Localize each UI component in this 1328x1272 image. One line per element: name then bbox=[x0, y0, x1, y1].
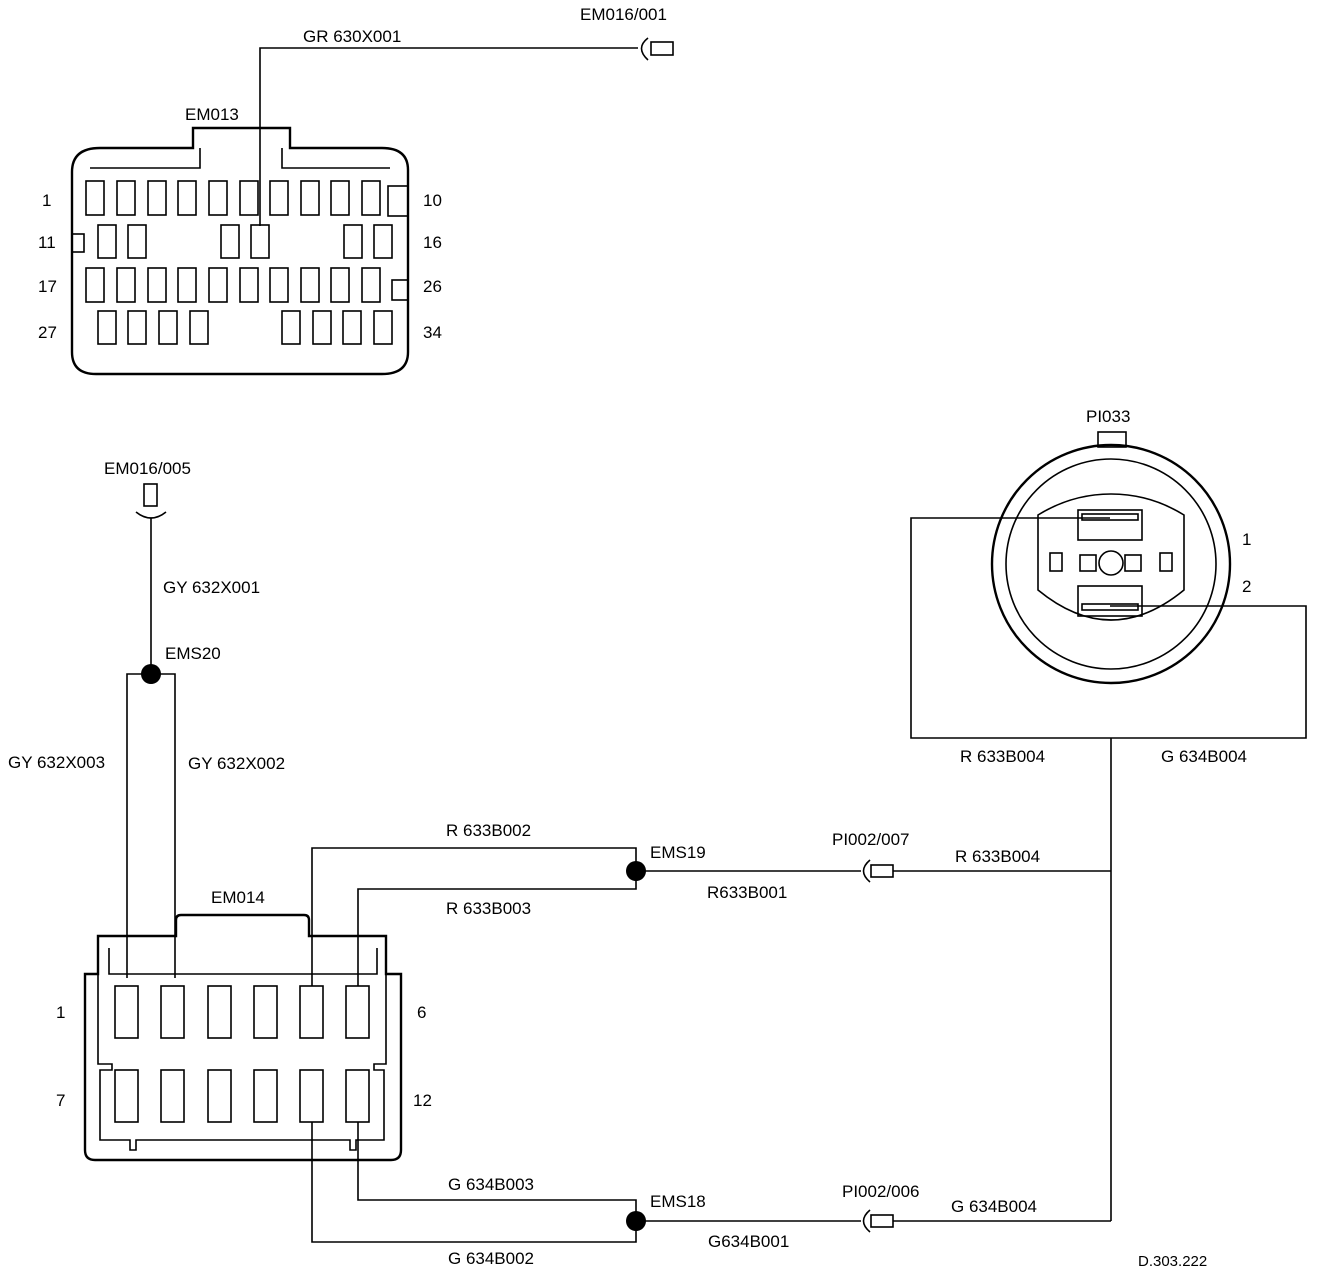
ems20-label: EMS20 bbox=[165, 644, 221, 663]
em013-pin-10-label: 10 bbox=[423, 191, 442, 210]
wire-g634b002-label: G 634B002 bbox=[448, 1249, 534, 1268]
in-line-connector-pi002-007 bbox=[862, 859, 894, 883]
em013-label: EM013 bbox=[185, 105, 239, 124]
wire-r633b003-label: R 633B003 bbox=[446, 899, 531, 918]
pi033-pin-2-label: 2 bbox=[1242, 577, 1251, 596]
em014-pin-12-label: 12 bbox=[413, 1091, 432, 1110]
em013-pin-34-label: 34 bbox=[423, 323, 442, 342]
em013-pin-1-label: 1 bbox=[42, 191, 51, 210]
connector-em014 bbox=[83, 913, 403, 1162]
ems18-label: EMS18 bbox=[650, 1192, 706, 1211]
in-line-connector-em016-001 bbox=[640, 37, 674, 61]
em014-pin-7-label: 7 bbox=[56, 1091, 65, 1110]
connector-pi033 bbox=[990, 431, 1232, 685]
wire-gr630x001-label: GR 630X001 bbox=[303, 27, 401, 46]
wire-g634b004-b-label: G 634B004 bbox=[1161, 747, 1247, 766]
wire-r633b004-b-label: R 633B004 bbox=[960, 747, 1045, 766]
wire-gy632x001-label: GY 632X001 bbox=[163, 578, 260, 597]
em013-pin-26-label: 26 bbox=[423, 277, 442, 296]
wire-r633b001-label: R633B001 bbox=[707, 883, 787, 902]
wire-r633b004-b bbox=[910, 517, 1111, 739]
em013-pin-cavities bbox=[85, 180, 393, 345]
ems19-label: EMS19 bbox=[650, 843, 706, 862]
em016-001-label: EM016/001 bbox=[580, 5, 667, 24]
wire-g634b003-label: G 634B003 bbox=[448, 1175, 534, 1194]
connector-em013 bbox=[70, 126, 410, 376]
em016-005-label: EM016/005 bbox=[104, 459, 191, 478]
wire-r633b003 bbox=[357, 871, 637, 986]
wire-gy632x003-label: GY 632X003 bbox=[8, 753, 105, 772]
wire-r633b002-label: R 633B002 bbox=[446, 821, 531, 840]
in-line-connector-pi002-006 bbox=[862, 1209, 894, 1233]
em014-pin-cavities bbox=[114, 985, 370, 1123]
wire-r633b002 bbox=[311, 847, 637, 986]
wire-g634b002 bbox=[311, 1122, 637, 1243]
wire-gr630x001 bbox=[259, 47, 638, 226]
wire-gy632x003 bbox=[126, 673, 151, 978]
pi033-pin-1-label: 1 bbox=[1242, 530, 1251, 549]
pi033-label: PI033 bbox=[1086, 407, 1130, 426]
wire-gy632x002-label: GY 632X002 bbox=[188, 754, 285, 773]
pi002-007-label: PI002/007 bbox=[832, 830, 910, 849]
drawing-reference: D.303.222 bbox=[1138, 1253, 1207, 1270]
em013-pin-27-label: 27 bbox=[38, 323, 57, 342]
in-line-connector-em016-005 bbox=[135, 483, 167, 519]
wire-r633b004-a-label: R 633B004 bbox=[955, 847, 1040, 866]
pi002-006-label: PI002/006 bbox=[842, 1182, 920, 1201]
wire-g634b004-a-label: G 634B004 bbox=[951, 1197, 1037, 1216]
wire-g634b001-label: G634B001 bbox=[708, 1232, 789, 1251]
em013-pin-16-label: 16 bbox=[423, 233, 442, 252]
em014-label: EM014 bbox=[211, 888, 265, 907]
em014-pin-1-label: 1 bbox=[56, 1003, 65, 1022]
em013-pin-11-label: 11 bbox=[38, 233, 56, 252]
wire-g634b004-b bbox=[1110, 605, 1307, 739]
wire-g634b003 bbox=[357, 1122, 637, 1221]
wire-gy632x002 bbox=[151, 673, 176, 978]
em014-pin-6-label: 6 bbox=[417, 1003, 426, 1022]
em013-pin-17-label: 17 bbox=[38, 277, 57, 296]
